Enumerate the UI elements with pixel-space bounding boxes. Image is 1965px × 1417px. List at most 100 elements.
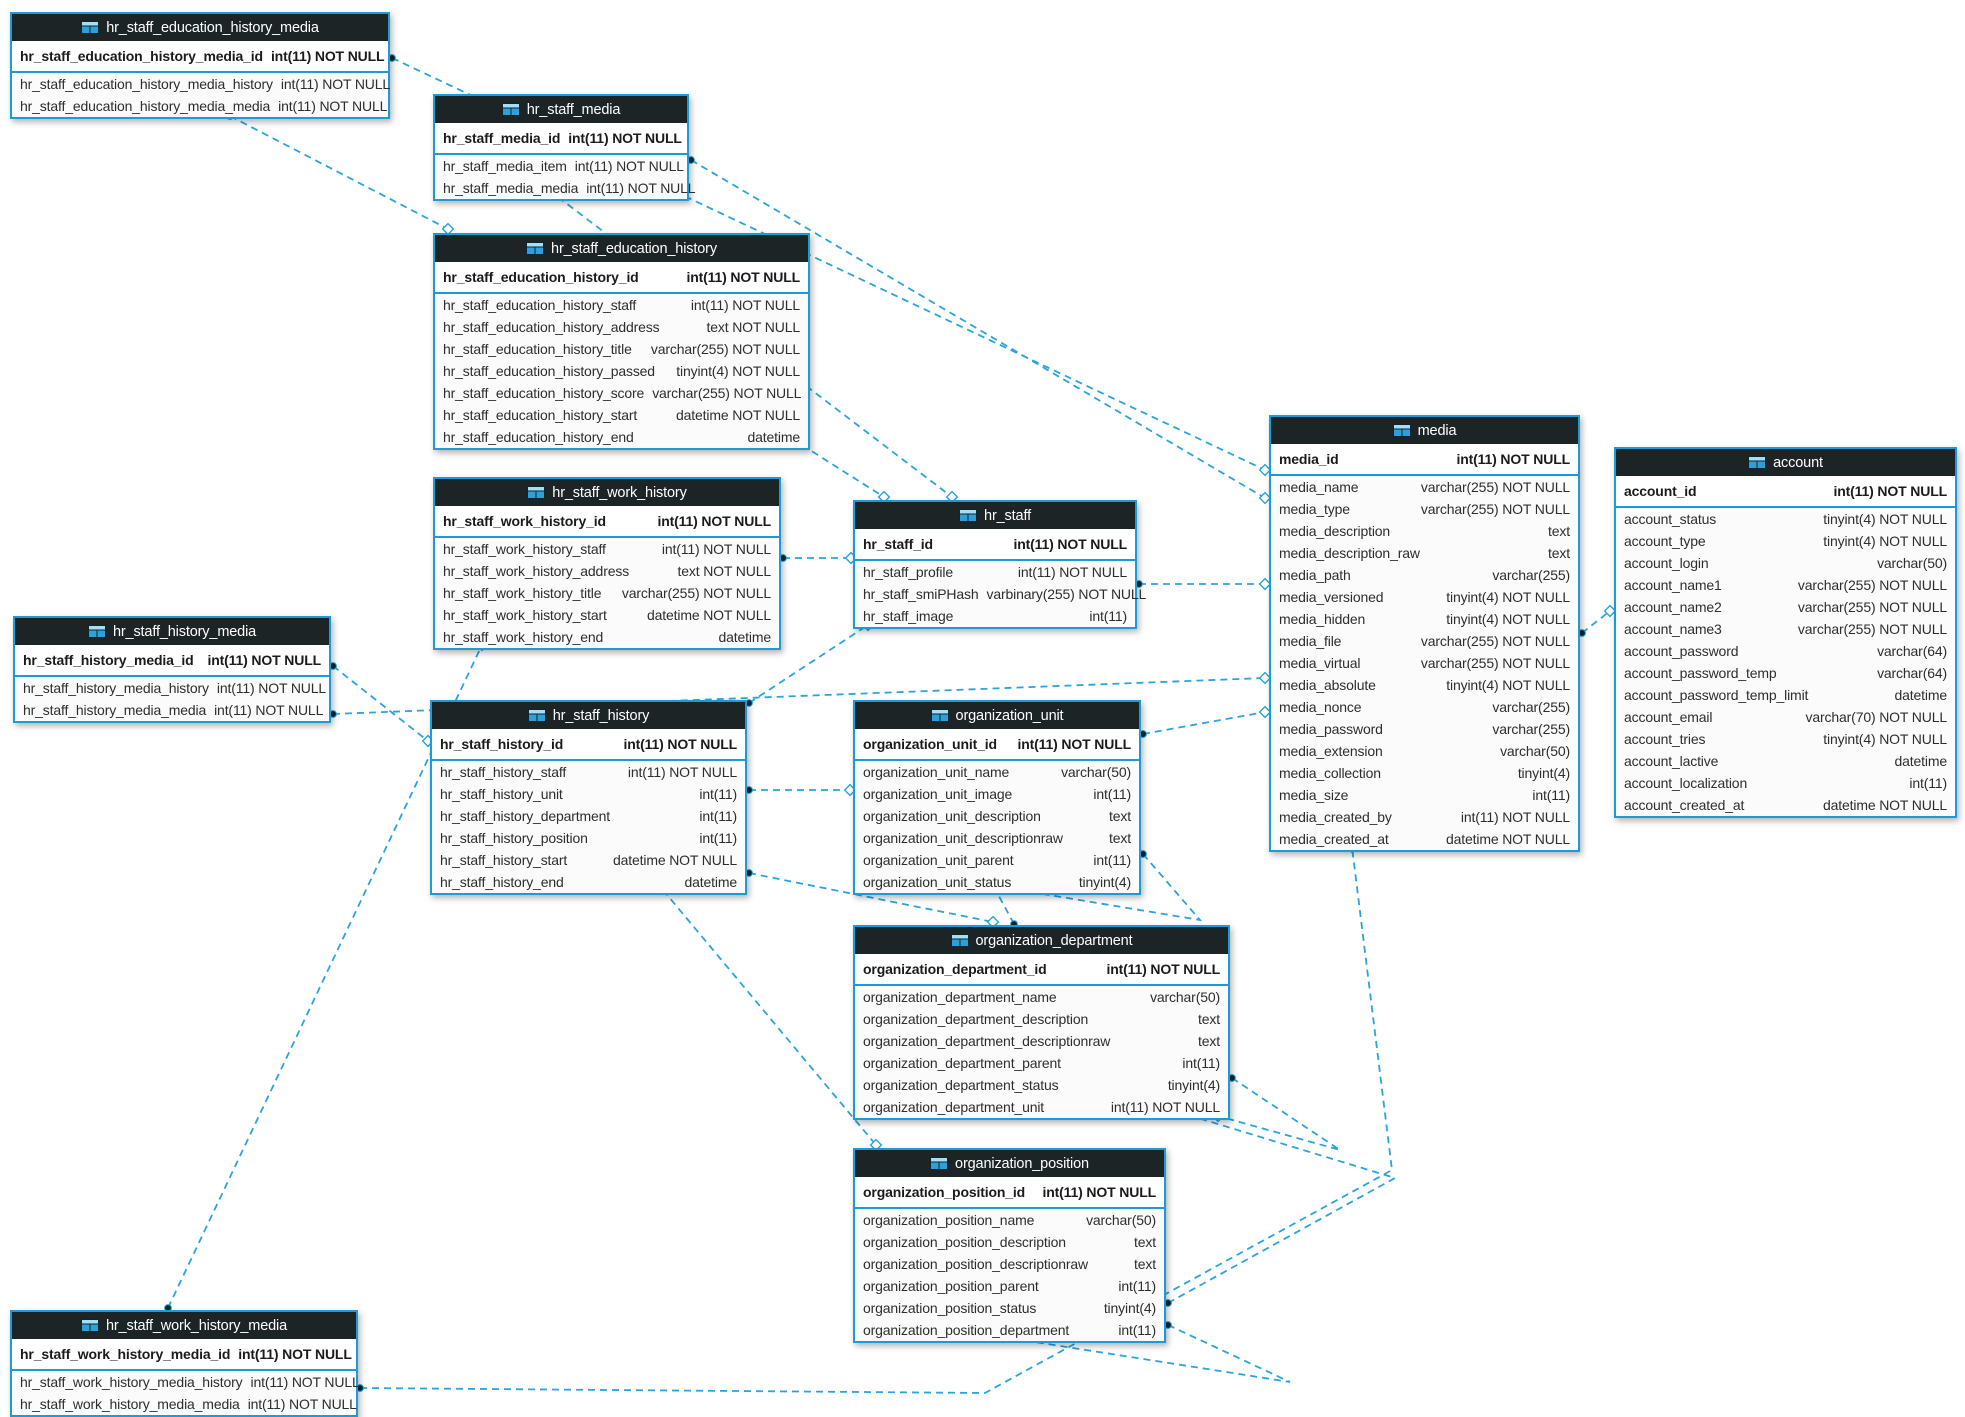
relationship-history_to_department[interactable] [748,872,994,923]
table-hr_staff_education_history_media[interactable]: hr_staff_education_history_media hr_staff… [10,12,390,119]
table-header[interactable]: organization_department [855,927,1228,954]
column-name: account_name1 [1624,577,1722,593]
table-header[interactable]: organization_position [855,1150,1164,1177]
column-name: hr_staff_education_history_start [443,407,638,423]
relationship-endpoint-diamond-icon [441,222,455,236]
table-organization_position[interactable]: organization_position organization_positi… [853,1148,1166,1343]
table-header[interactable]: hr_staff_work_history [435,479,779,506]
column-name: hr_staff_education_history_media_history [20,76,273,92]
table-title: media [1417,422,1457,439]
column-type: varchar(255) NOT NULL [1797,577,1947,593]
table-header[interactable]: hr_staff_education_history_media [12,14,388,41]
column-name: organization_unit_parent [863,852,1014,868]
relationship-staff_media_to_staff[interactable] [557,196,953,498]
column-type: int(11) NOT NULL [1110,1099,1220,1115]
column-name: account_localization [1624,775,1748,791]
column-type: tinyint(4) NOT NULL [1823,731,1947,747]
column-type: int(11) [1909,775,1947,791]
table-header[interactable]: account [1616,449,1955,476]
pk-column-name: hr_staff_id [863,536,933,552]
column-name: account_login [1624,555,1709,571]
relationship-history_to_position[interactable] [662,889,877,1146]
column-type: tinyint(4) [1167,1077,1220,1093]
column-name: hr_staff_history_end [440,874,564,890]
relationship-endpoint-diamond-icon [1603,604,1617,618]
table-header[interactable]: hr_staff_history [432,702,745,729]
table-title: hr_staff_history_media [112,623,257,640]
column-name: media_versioned [1279,589,1384,605]
column-type: datetime NOT NULL [612,852,737,868]
relationship-position_parent_self[interactable] [1002,1324,1291,1383]
column-type: int(11) [1093,852,1131,868]
column-name: organization_unit_description [863,808,1041,824]
table-header[interactable]: hr_staff [855,502,1135,529]
relationship-position_to_department[interactable] [1167,1113,1398,1304]
table-icon [526,242,545,255]
column-type: tinyint(4) NOT NULL [1823,511,1947,527]
table-header[interactable]: hr_staff_history_media [15,618,329,645]
table-title: hr_staff_work_history [552,484,687,501]
relationship-unit_parent_self[interactable] [1012,853,1203,922]
relationship-department_parent_self[interactable] [1217,1077,1341,1151]
column-type: int(11) NOT NULL [1017,564,1127,580]
relationship-education_history_media_to_education_history[interactable] [229,115,449,230]
relationship-endpoint-diamond-icon [1258,491,1272,505]
table-hr_staff_work_history[interactable]: hr_staff_work_history hr_staff_work_histo… [433,477,781,650]
column-type: varchar(255) NOT NULL [1420,655,1570,671]
table-header[interactable]: media [1271,417,1578,444]
table-header[interactable]: hr_staff_media [435,96,687,123]
table-hr_staff_education_history[interactable]: hr_staff_education_history hr_staff_educa… [433,233,810,450]
table-header[interactable]: organization_unit [855,702,1139,729]
relationship-unit_to_media[interactable] [1142,711,1266,735]
relationship-work_history_media_to_media[interactable] [359,846,1393,1394]
column-type: int(11) NOT NULL [214,702,324,718]
pk-column-type: int(11) NOT NULL [1456,451,1571,467]
table-organization_department[interactable]: organization_department organization_depa… [853,925,1230,1120]
column-name: organization_unit_image [863,786,1013,802]
relationship-endpoint-diamond-icon [1258,463,1272,477]
relationship-work_history_media_to_work_history[interactable] [167,644,483,1309]
column-type: text [1198,1033,1220,1049]
column-name: organization_department_description [863,1011,1089,1027]
table-header[interactable]: hr_staff_work_history_media [12,1312,356,1339]
column-type: int(11) NOT NULL [627,764,737,780]
table-icon [80,1319,99,1332]
column-type: int(11) [1118,1278,1156,1294]
table-header[interactable]: hr_staff_education_history [435,235,808,262]
table-icon [527,486,546,499]
relationship-staff_media_to_media[interactable] [690,159,1266,499]
relationship-media_to_account[interactable] [1581,610,1611,634]
column-name: media_collection [1279,765,1381,781]
column-name: media_created_at [1279,831,1389,847]
relationship-education_history_to_staff[interactable] [801,444,885,498]
column-type: int(11) [1089,608,1127,624]
column-name: hr_staff_education_history_score [443,385,645,401]
relationship-history_media_to_history[interactable] [332,665,429,742]
pk-column-type: int(11) NOT NULL [1042,1184,1157,1200]
pk-column-type: int(11) NOT NULL [657,513,772,529]
column-type: tinyint(4) NOT NULL [1823,533,1947,549]
